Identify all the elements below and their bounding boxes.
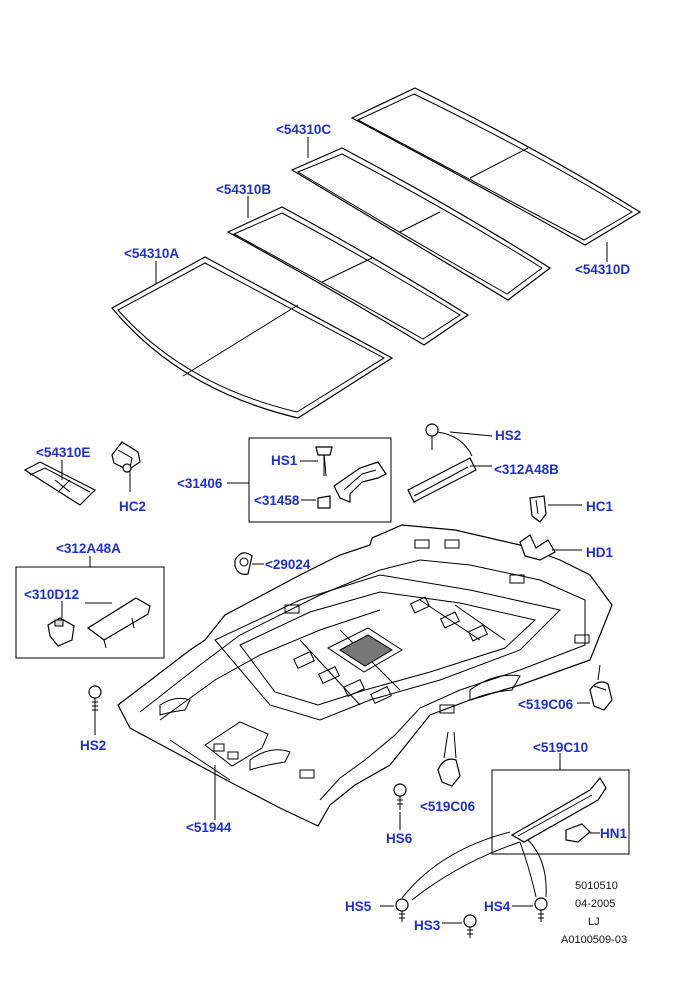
part-HS5 [395, 831, 521, 922]
label-HS2-top: HS2 [495, 428, 521, 443]
label-HS6: HS6 [386, 831, 413, 846]
part-HS4 [519, 839, 548, 922]
label-HS2-left: HS2 [80, 738, 106, 753]
part-HS2-left [88, 685, 102, 712]
leader-lines [61, 137, 608, 924]
label-54310C: <54310C [276, 122, 331, 137]
label-HS4: HS4 [484, 899, 511, 914]
panel-54310D [350, 87, 642, 246]
part-312A48B [407, 457, 477, 503]
label-HS3: HS3 [414, 918, 441, 933]
label-54310A: <54310A [124, 246, 179, 261]
label-HS5: HS5 [345, 899, 372, 914]
info-number: 5010510 [575, 880, 618, 892]
part-54310E [23, 461, 97, 506]
label-54310D: <54310D [575, 262, 630, 277]
label-HC1: HC1 [586, 499, 613, 514]
part-HC1 [529, 495, 547, 523]
label-29024: <29024 [265, 557, 311, 572]
label-HS1: HS1 [271, 453, 298, 468]
label-54310B: <54310B [216, 182, 271, 197]
info-reference: A0100509-03 [561, 934, 627, 946]
label-310D12: <310D12 [24, 587, 79, 602]
part-HC2 [111, 441, 141, 473]
label-54310E: <54310E [36, 445, 90, 460]
label-51944: <51944 [186, 820, 232, 835]
label-31458: <31458 [254, 493, 300, 508]
label-519C06-right: <519C06 [518, 697, 574, 712]
info-initials: LJ [588, 916, 600, 928]
part-519C06-right [589, 664, 613, 711]
part-29024 [234, 552, 253, 575]
label-519C10: <519C10 [533, 740, 588, 755]
info-date: 04-2005 [575, 898, 615, 910]
label-HD1: HD1 [586, 545, 613, 560]
part-HS2-top [425, 423, 473, 457]
label-312A48A: <312A48A [56, 541, 121, 556]
box-519C10 [491, 769, 630, 855]
label-HN1: HN1 [600, 826, 627, 841]
part-HD1 [519, 534, 556, 561]
headliner-51944 [117, 524, 613, 827]
label-HC2: HC2 [119, 499, 146, 514]
box-31406 [248, 437, 392, 523]
panel-54310B [226, 206, 470, 346]
part-HS6 [393, 783, 407, 810]
panel-54310C [290, 147, 552, 301]
label-519C06-bottom: <519C06 [420, 799, 476, 814]
part-519C06-bottom [437, 731, 461, 787]
part-HS3 [463, 914, 477, 938]
label-31406: <31406 [177, 476, 223, 491]
panel-54310A [111, 256, 394, 419]
label-312A48B: <312A48B [494, 462, 559, 477]
box-312A48A [15, 566, 165, 659]
